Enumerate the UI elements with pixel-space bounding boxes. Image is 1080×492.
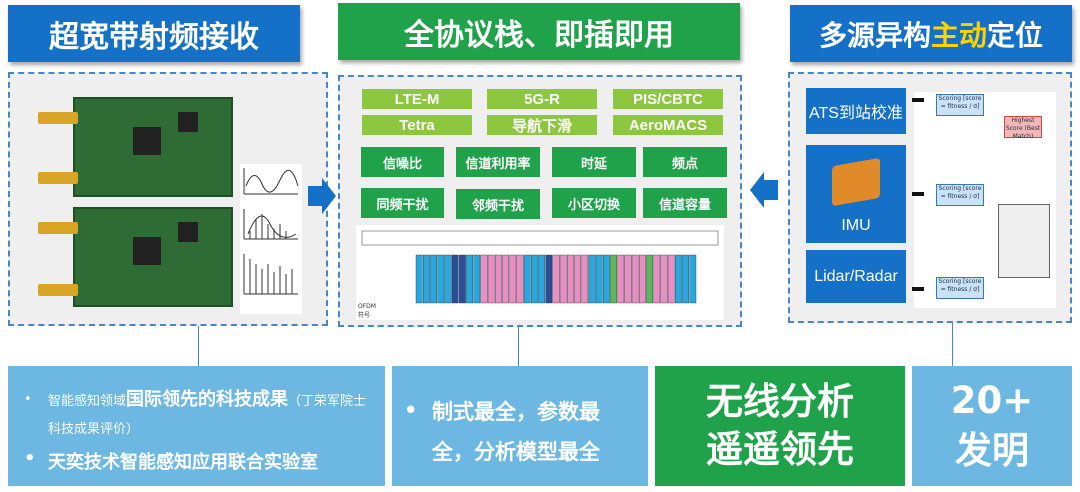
- protocol-aeromacs: AeroMACS: [613, 115, 723, 135]
- achievement-box: • 智能感知领域国际领先的科技成果（丁荣军院士科技成果评价） •天奕技术智能感知…: [8, 366, 385, 486]
- ofdm-symbol-bar: [545, 254, 553, 304]
- patent-label: 发明: [955, 429, 1029, 472]
- header-text: 多源异构: [818, 18, 931, 52]
- coverage-box: •制式最全，参数最全，分析模型最全: [392, 366, 648, 486]
- ofdm-symbol-bar: [602, 254, 610, 304]
- ofdm-symbol-bar: [538, 254, 545, 304]
- protocol-5g-r: 5G-R: [487, 89, 597, 109]
- header-text: 定位: [987, 18, 1044, 52]
- param-channel-utilization: 信道利用率: [456, 147, 540, 177]
- ofdm-slot-header: [361, 230, 719, 246]
- scoring-box: Scoring [score = fitness / σ]: [936, 277, 984, 299]
- achievement-text: 智能感知领域: [48, 394, 127, 409]
- ofdm-symbol-bar: [516, 254, 524, 304]
- wireless-lead-line1: 无线分析: [706, 380, 854, 423]
- ofdm-symbol-bar: [422, 254, 430, 304]
- header-highlight: 主动: [930, 18, 987, 52]
- ofdm-symbol-bar: [639, 254, 646, 304]
- rf-panel: [8, 72, 328, 326]
- ofdm-symbol-bar: [566, 254, 574, 304]
- ofdm-symbol-bar: [444, 254, 452, 304]
- protocol-pis-cbtc: PIS/CBTC: [613, 89, 723, 109]
- signal-graphs: [240, 164, 302, 314]
- ofdm-symbol-bar: [574, 254, 581, 304]
- ofdm-symbol-bar: [437, 254, 445, 304]
- ofdm-symbol-bar: [660, 254, 668, 304]
- ofdm-symbol-bar: [653, 254, 661, 304]
- param-adjacent-interference: 邻频干扰: [456, 189, 540, 219]
- imu-device-image: [832, 157, 880, 207]
- header-rf-receive: 超宽带射频接收: [8, 5, 300, 62]
- wireless-lead-line2: 遥遥领先: [706, 428, 854, 471]
- ofdm-symbol-bar: [415, 254, 423, 304]
- ofdm-symbol-bar: [552, 254, 560, 304]
- source-lidar-radar: Lidar/Radar: [806, 250, 906, 303]
- param-latency: 时延: [552, 147, 636, 177]
- ofdm-symbol-bar: [581, 254, 589, 304]
- ofdm-symbol-bar: [451, 254, 459, 304]
- patent-count: 20+: [950, 379, 1034, 422]
- ofdm-symbol-bar: [480, 254, 488, 304]
- scoring-diagram: Scoring [score = fitness / σ] Scoring [s…: [912, 92, 1056, 308]
- protocol-lte-m: LTE-M: [362, 89, 472, 109]
- ofdm-symbol-bar: [509, 254, 517, 304]
- connector-line: [518, 327, 519, 366]
- ofdm-symbol-bar: [588, 254, 596, 304]
- param-snr: 信噪比: [361, 147, 444, 177]
- ofdm-symbol-bar: [494, 254, 502, 304]
- imu-label: IMU: [841, 217, 871, 234]
- protocol-navigation-glide: 导航下滑: [487, 115, 597, 135]
- arrow-right-icon: [308, 178, 336, 214]
- protocol-tetra: Tetra: [362, 115, 472, 135]
- ofdm-symbol-bar: [595, 254, 603, 304]
- rf-board-image: [18, 92, 236, 314]
- ofdm-symbol-bar: [473, 254, 481, 304]
- ofdm-label: OFDM 符号: [358, 303, 376, 319]
- ofdm-symbol-bar: [502, 254, 509, 304]
- point-cloud-image: [998, 204, 1050, 278]
- scoring-box: Scoring [score = fitness / σ]: [936, 94, 984, 116]
- ofdm-symbol-bar: [689, 254, 697, 304]
- ofdm-symbol-bar: [631, 254, 639, 304]
- connector-line: [952, 323, 953, 366]
- arrow-left-icon: [750, 172, 778, 208]
- param-cell-handover: 小区切换: [552, 188, 636, 218]
- source-ats: ATS到站校准: [806, 88, 906, 134]
- scoring-box: Scoring [score = fitness / σ]: [936, 184, 984, 206]
- ofdm-symbol-bar: [682, 254, 689, 304]
- param-cochannel-interference: 同频干扰: [361, 188, 444, 218]
- ofdm-symbol-bar: [675, 254, 682, 304]
- ofdm-symbol-bar: [530, 254, 538, 304]
- param-frequency: 频点: [643, 147, 727, 177]
- achievement-highlight: 国际领先的科技成果: [126, 389, 289, 410]
- header-protocol-stack: 全协议栈、即插即用: [338, 3, 740, 60]
- coverage-text: 制式最全，参数最全，分析模型最全: [432, 400, 600, 464]
- header-text: 超宽带射频接收: [49, 19, 259, 55]
- header-positioning: 多源异构主动定位: [790, 5, 1072, 62]
- achievement-note: （丁荣军院士科技成果评价）: [48, 394, 367, 437]
- connector-line: [198, 326, 199, 366]
- param-channel-capacity: 信道容量: [643, 188, 727, 218]
- ofdm-symbol-bar: [487, 254, 495, 304]
- ofdm-symbol-bar: [646, 254, 653, 304]
- highest-score-box: Highest Score (Best Match): [1004, 116, 1042, 140]
- ofdm-symbol-bar: [667, 254, 675, 304]
- patents-box: 20+ 发明: [912, 366, 1072, 486]
- joint-lab-text: 天奕技术智能感知应用联合实验室: [48, 452, 318, 473]
- wireless-lead-box: 无线分析 遥遥领先: [655, 366, 905, 486]
- ofdm-symbol-bar: [610, 254, 617, 304]
- header-text: 全协议栈、即插即用: [404, 17, 674, 53]
- ofdm-symbol-bar: [617, 254, 625, 304]
- ofdm-symbol-bar: [523, 254, 531, 304]
- ofdm-symbol-bar: [466, 254, 474, 304]
- ofdm-symbol-bar: [559, 254, 567, 304]
- ofdm-symbol-bar: [458, 254, 466, 304]
- ofdm-frame-diagram: OFDM 符号: [356, 225, 724, 320]
- ofdm-symbol-bar: [430, 254, 438, 304]
- ofdm-symbol-bar: [624, 254, 632, 304]
